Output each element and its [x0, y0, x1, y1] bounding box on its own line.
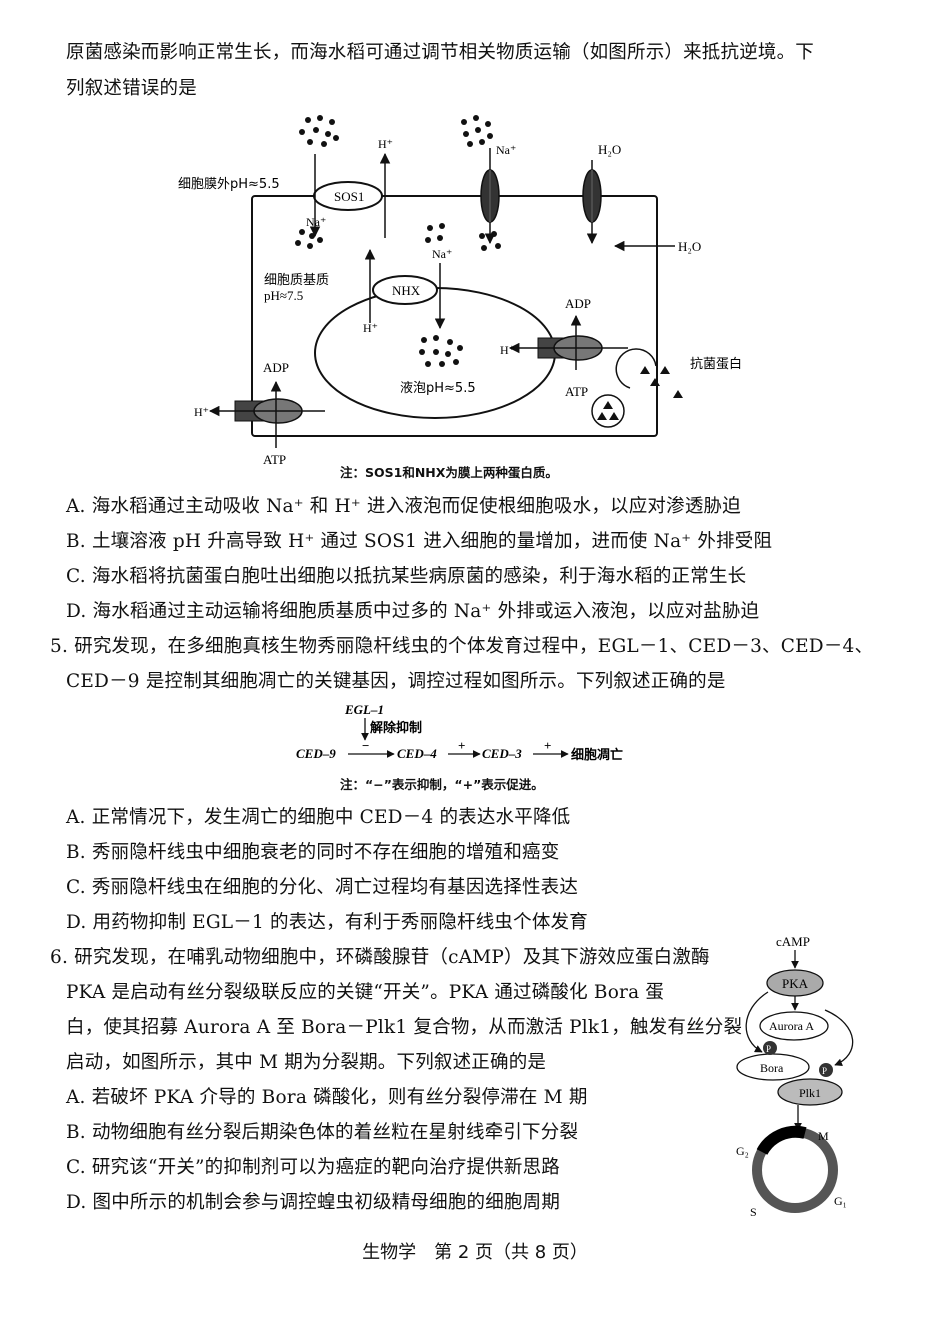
vacuole-pump-h-label: H⁺	[500, 343, 515, 357]
channel-h2o-label: H₂O	[598, 142, 621, 157]
q6-stem-line-4: 启动，如图所示，其中 M 期为分裂期。下列叙述正确的是	[66, 1052, 547, 1073]
na-dots-vacuole	[419, 335, 463, 367]
vacuole-pump-adp-label: ADP	[565, 296, 591, 311]
na-dots-outside-1	[299, 115, 339, 147]
release-inhibition-label: 解除抑制	[369, 720, 422, 736]
q6-stem-line-1: 6. 研究发现，在哺乳动物细胞中，环磷酸腺苷（cAMP）及其下游效应蛋白激酶	[50, 947, 710, 968]
pka-label: PKA	[782, 976, 809, 991]
egl1-label: EGL–1	[344, 702, 384, 717]
intro-line-2: 列叙述错误的是	[66, 78, 197, 99]
na-dots-outside-2	[461, 115, 493, 147]
ced4-label: CED–4	[397, 746, 437, 761]
channel-na-label: Na⁺	[496, 143, 516, 157]
phase-m-label: M	[818, 1129, 829, 1143]
figure-apoptosis-pathway: EGL–1 解除抑制 CED–9 − CED–4 + CED–3 + 细胞凋亡	[296, 702, 623, 763]
fig5-note: 注：“−”表示抑制，“+”表示促进。	[340, 777, 544, 792]
q6-option-a: A. 若破坏 PKA 介导的 Bora 磷酸化，则有丝分裂停滞在 M 期	[66, 1087, 588, 1108]
fig4-note: 注：SOS1和NHX为膜上两种蛋白质。	[340, 465, 558, 480]
sos1-h-label: H⁺	[378, 137, 393, 151]
phospho-1-label: P	[766, 1044, 771, 1054]
h2o-inflow-label: H₂O	[678, 239, 701, 254]
intro-line-1: 原菌感染而影响正常生长，而海水稻可通过调节相关物质运输（如图所示）来抵抗逆境。下	[66, 42, 815, 63]
antibacterial-protein-label: 抗菌蛋白	[690, 356, 742, 372]
sos1-na-label: Na⁺	[306, 215, 326, 229]
bora-label: Bora	[760, 1061, 784, 1075]
apoptosis-label: 细胞凋亡	[571, 747, 623, 763]
figure-rice-cell-transport: 细胞膜外pH≈5.5 SOS1 H⁺ Na⁺ Na⁺ H₂O H₂O 细胞质基质…	[178, 115, 742, 467]
q6-option-c: C. 研究该“开关”的抑制剂可以为癌症的靶向治疗提供新思路	[66, 1157, 560, 1178]
ced3-label: CED–3	[482, 746, 522, 761]
cytoplasm-ph-label: pH≈7.5	[264, 288, 303, 303]
antibacterial-protein-released	[640, 366, 683, 398]
ced9-label: CED–9	[296, 746, 336, 761]
vacuole-pump-atp-label: ATP	[565, 384, 588, 399]
q5-stem-line-1: 5. 研究发现，在多细胞真核生物秀丽隐杆线虫的个体发育过程中，EGL－1、CED…	[50, 636, 874, 657]
minus-sign: −	[362, 738, 369, 753]
q5-option-c: C. 秀丽隐杆线虫在细胞的分化、凋亡过程均有基因选择性表达	[66, 877, 579, 898]
sos1-label: SOS1	[334, 189, 364, 204]
phase-s-label: S	[750, 1205, 757, 1219]
phase-g2-label: G₂	[736, 1144, 749, 1158]
plus-sign-2: +	[544, 738, 551, 753]
q5-option-a: A. 正常情况下，发生凋亡的细胞中 CED－4 的表达水平降低	[66, 807, 571, 828]
q5-stem-line-2: CED－9 是控制其细胞凋亡的关键基因，调控过程如图所示。下列叙述正确的是	[66, 671, 726, 692]
q6-stem-line-3: 白，使其招募 Aurora A 至 Bora－Plk1 复合物，从而激活 Plk…	[66, 1017, 743, 1038]
nhx-na-label: Na⁺	[432, 247, 452, 261]
aurora-a-label: Aurora A	[769, 1019, 814, 1033]
camp-label: cAMP	[776, 934, 810, 949]
outside-ph-label: 细胞膜外pH≈5.5	[178, 177, 280, 192]
nhx-label: NHX	[392, 283, 421, 298]
q6-option-b: B. 动物细胞有丝分裂后期染色体的着丝粒在星射线牵引下分裂	[66, 1122, 579, 1143]
q5-option-d: D. 用药物抑制 EGL－1 的表达，有利于秀丽隐杆线虫个体发育	[66, 912, 588, 933]
vacuole-ph-label: 液泡pH≈5.5	[400, 381, 476, 396]
membrane-pump-adp-label: ADP	[263, 360, 289, 375]
q6-option-d: D. 图中所示的机制会参与调控蝗虫初级精母细胞的细胞周期	[66, 1192, 561, 1213]
q5-option-b: B. 秀丽隐杆线虫中细胞衰老的同时不存在细胞的增殖和癌变	[66, 842, 560, 863]
q4-option-b: B. 土壤溶液 pH 升高导致 H⁺ 通过 SOS1 进入细胞的量增加，进而使 …	[66, 531, 773, 552]
membrane-pump-h-label: H⁺	[194, 405, 209, 419]
phase-g1-label: G₁	[834, 1194, 847, 1208]
phospho-2-label: P	[822, 1066, 827, 1076]
cytoplasm-label: 细胞质基质	[264, 273, 329, 288]
q4-option-a: A. 海水稻通过主动吸收 Na⁺ 和 H⁺ 进入液泡而促使根细胞吸水，以应对渗透…	[66, 496, 741, 517]
na-dots-cytoplasm-1	[295, 229, 323, 249]
plus-sign-1: +	[458, 738, 465, 753]
na-dots-cytoplasm-2	[479, 231, 501, 251]
nhx-h-label: H⁺	[363, 321, 378, 335]
q4-option-d: D. 海水稻通过主动运输将细胞质基质中过多的 Na⁺ 外排或运入液泡，以应对盐胁…	[66, 601, 760, 622]
antibacterial-protein-vesicle	[597, 401, 619, 420]
q6-stem-line-2: PKA 是启动有丝分裂级联反应的关键“开关”。PKA 通过磷酸化 Bora 蛋	[66, 982, 665, 1003]
membrane-pump-atp-label: ATP	[263, 452, 286, 467]
na-dots-cytoplasm-3	[425, 223, 445, 243]
page-footer: 生物学 第 2 页（共 8 页）	[362, 1242, 588, 1263]
figure-pka-cell-cycle: cAMP PKA Aurora A Bora P P Plk1 M G₂ G₁ …	[736, 934, 854, 1219]
plk1-label: Plk1	[799, 1086, 821, 1100]
q4-option-c: C. 海水稻将抗菌蛋白胞吐出细胞以抵抗某些病原菌的感染，利于海水稻的正常生长	[66, 566, 747, 587]
